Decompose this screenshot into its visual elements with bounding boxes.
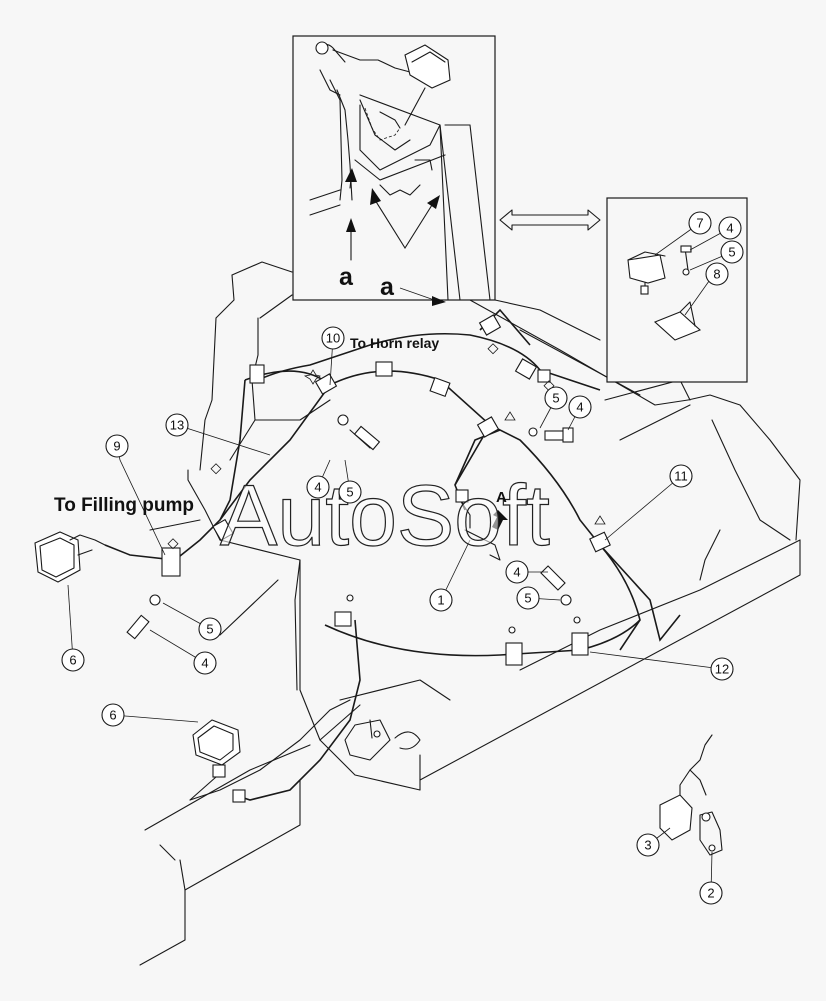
svg-text:5: 5	[552, 391, 559, 406]
svg-text:4: 4	[576, 400, 583, 415]
svg-text:10: 10	[326, 331, 340, 346]
callout-11: 11	[669, 464, 693, 488]
work-lamp-lower	[189, 719, 246, 803]
double-arrow	[499, 209, 601, 231]
callout-3: 3	[636, 833, 660, 857]
callout-4c: 4	[505, 560, 529, 584]
svg-text:5: 5	[346, 485, 353, 500]
svg-text:4: 4	[201, 656, 208, 671]
label-view-a: A	[496, 489, 507, 506]
callout-5e: 5	[720, 240, 744, 264]
detail-view-a	[292, 35, 496, 301]
horn-assembly	[659, 734, 723, 856]
svg-text:3: 3	[644, 838, 651, 853]
callout-7: 7	[688, 211, 712, 235]
svg-text:11: 11	[674, 469, 688, 484]
callout-2: 2	[699, 881, 723, 905]
callout-5d: 5	[198, 617, 222, 641]
callout-8: 8	[705, 262, 729, 286]
callout-5b: 5	[544, 386, 568, 410]
svg-text:5: 5	[524, 591, 531, 606]
svg-text:12: 12	[715, 662, 729, 677]
callout-4d: 4	[193, 651, 217, 675]
harness-clamps	[161, 314, 611, 666]
label-ref-a-detail: a	[339, 263, 354, 291]
svg-text:4: 4	[726, 221, 733, 236]
svg-text:6: 6	[109, 708, 116, 723]
index-marks	[167, 343, 606, 550]
callout-12: 12	[710, 657, 734, 681]
svg-text:5: 5	[206, 622, 213, 637]
label-filling-pump: To Filling pump	[54, 495, 194, 516]
svg-text:1: 1	[437, 593, 444, 608]
svg-text:4: 4	[314, 480, 321, 495]
callout-group: 1 2 3 4 4 4 4 4 5 5 5 5 5 6 6 7 8 9 10 1…	[61, 211, 744, 905]
work-lamp-left	[34, 531, 106, 583]
fasteners	[126, 414, 581, 738]
switch-part-1	[455, 489, 501, 561]
callout-10: 10	[321, 326, 345, 350]
svg-text:9: 9	[113, 439, 120, 454]
callout-4e: 4	[718, 216, 742, 240]
svg-text:8: 8	[713, 267, 720, 282]
callout-4b: 4	[568, 395, 592, 419]
callout-9: 9	[105, 434, 129, 458]
svg-text:6: 6	[69, 653, 76, 668]
callout-6a: 6	[61, 648, 85, 672]
wire-harness	[104, 308, 681, 801]
label-ref-a-main: a	[380, 273, 395, 301]
callout-4a: 4	[306, 475, 330, 499]
label-horn-relay: To Horn relay	[350, 335, 439, 351]
svg-text:5: 5	[728, 245, 735, 260]
view-a-arrow	[492, 510, 508, 530]
svg-text:13: 13	[170, 418, 184, 433]
callout-5a: 5	[338, 480, 362, 504]
callout-5c: 5	[516, 586, 540, 610]
watermark-text: AutoSoft	[220, 468, 550, 564]
callout-6b: 6	[101, 703, 125, 727]
svg-text:2: 2	[707, 886, 714, 901]
svg-text:4: 4	[513, 565, 520, 580]
callout-13: 13	[165, 413, 189, 437]
callout-1: 1	[429, 588, 453, 612]
svg-text:7: 7	[696, 216, 703, 231]
